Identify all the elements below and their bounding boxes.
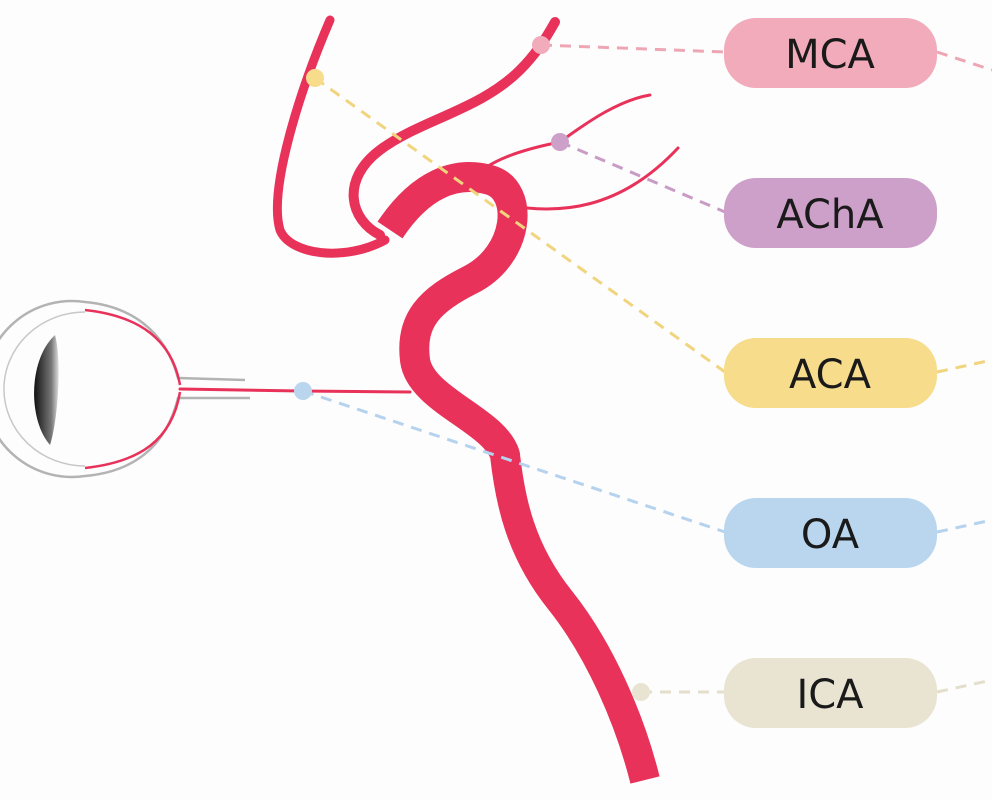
- label-aca-text: ACA: [789, 352, 872, 398]
- aca-leader: [314, 76, 726, 374]
- label-mca[interactable]: MCA: [724, 18, 937, 88]
- anterior-choroidal-branch: [503, 146, 680, 211]
- aca-leader-right: [936, 358, 992, 374]
- oa-leader-right: [936, 518, 992, 534]
- middle-cerebral-artery: [348, 17, 560, 240]
- internal-carotid-artery: [377, 162, 660, 784]
- label-oa-text: OA: [801, 512, 860, 558]
- label-aca[interactable]: ACA: [724, 338, 937, 408]
- label-acha[interactable]: AChA: [724, 178, 937, 248]
- eye-globe: [3, 311, 86, 467]
- label-mca-pill: [724, 18, 937, 88]
- leader-lines: [302, 43, 992, 694]
- eye-icon: [0, 299, 250, 479]
- label-mca-text: MCA: [785, 32, 875, 78]
- anterior-cerebral-artery: [272, 15, 390, 258]
- anchor-dots: [294, 36, 650, 701]
- acha-leader: [559, 140, 726, 214]
- aca-dot: [306, 69, 324, 87]
- eye-lens: [34, 335, 59, 445]
- label-aca-pill: [724, 338, 937, 408]
- ica-leader-right: [936, 678, 992, 694]
- oa-dot: [294, 382, 312, 400]
- mca-leader-right: [936, 50, 992, 72]
- label-ica-text: ICA: [796, 672, 864, 718]
- label-oa[interactable]: OA: [724, 498, 937, 568]
- eye-retina-bottom: [84, 391, 182, 470]
- oa-leader: [302, 389, 726, 534]
- label-ica[interactable]: ICA: [724, 658, 937, 728]
- label-ica-pill: [724, 658, 937, 728]
- acha-dot: [551, 133, 569, 151]
- label-acha-text: AChA: [776, 192, 884, 238]
- label-acha-pill: [724, 178, 937, 248]
- ica-dot: [632, 683, 650, 701]
- mca-leader: [540, 43, 726, 54]
- mca-dot: [532, 36, 550, 54]
- eye-retina-top: [84, 308, 182, 386]
- eye-sclera-outer: [0, 299, 86, 479]
- label-oa-pill: [724, 498, 937, 568]
- artery-tree: [178, 15, 680, 784]
